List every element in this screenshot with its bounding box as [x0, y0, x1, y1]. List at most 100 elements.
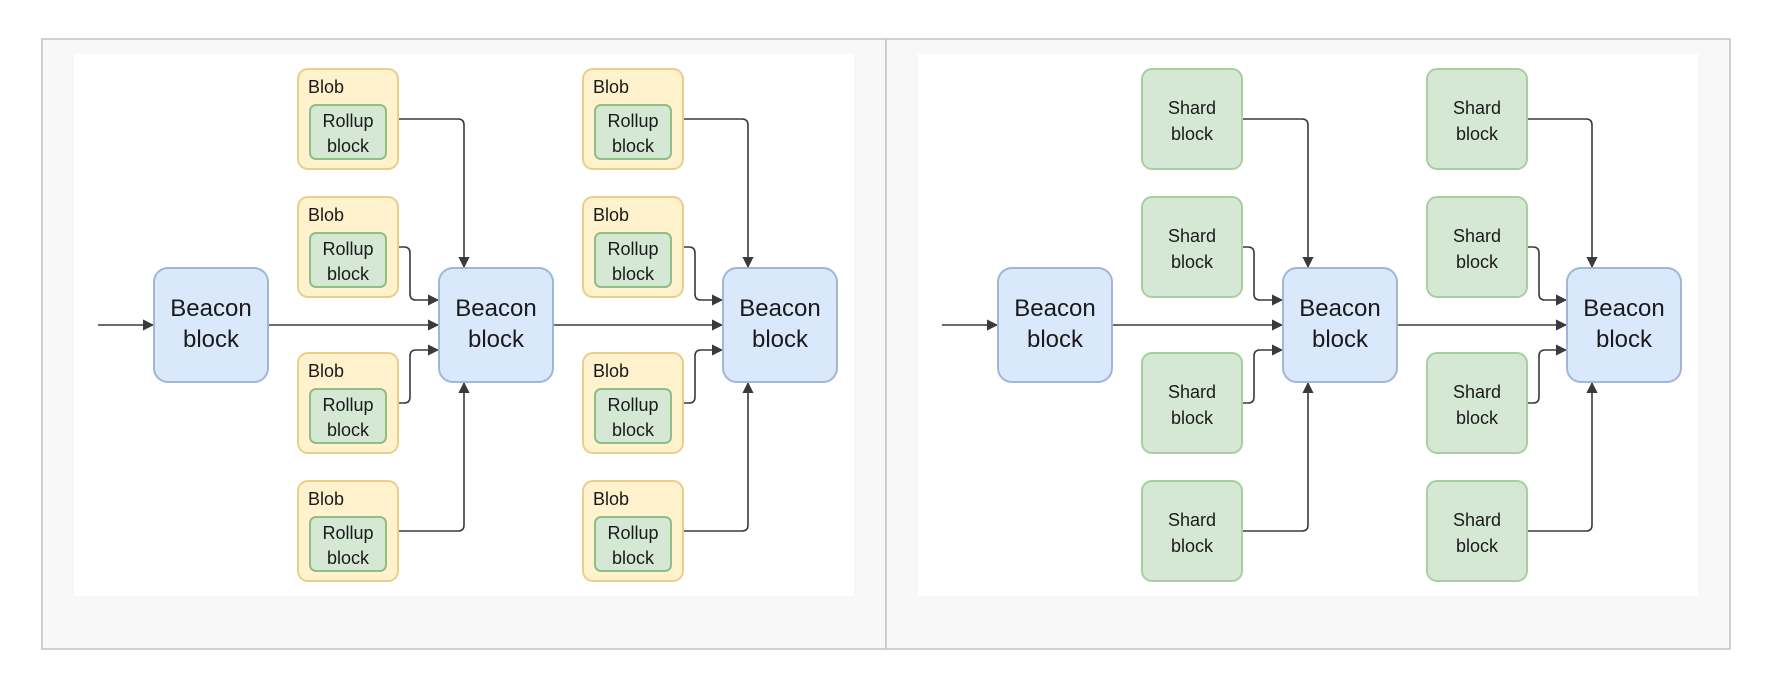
beacon-block: Beacon block — [997, 267, 1113, 383]
shard-block-label: block — [1456, 408, 1499, 428]
shard-block-label: block — [1171, 124, 1214, 144]
edge-child-to-beacon — [398, 344, 440, 404]
beacon-block-box — [997, 267, 1113, 383]
shard-block-box — [1141, 68, 1243, 170]
edge-child-to-beacon — [683, 118, 754, 269]
edge-child-to-beacon — [398, 381, 470, 532]
shard-block: Shard block — [1426, 68, 1528, 170]
rollup-block-box — [309, 104, 387, 160]
shard-block-label: block — [1456, 124, 1499, 144]
shard-block-label: block — [1171, 408, 1214, 428]
rollup-block-label: Rollup — [322, 395, 373, 415]
beacon-block-box — [722, 267, 838, 383]
shard-block: Shard block — [1141, 196, 1243, 298]
shard-block-box — [1426, 480, 1528, 582]
rollup-block-box — [594, 104, 672, 160]
beacon-block-label: Beacon — [1014, 295, 1095, 322]
blob-label: Blob — [308, 77, 344, 97]
shard-block-box — [1426, 196, 1528, 298]
rollup-block-box — [594, 232, 672, 288]
rollup-block-label: block — [612, 548, 655, 568]
rollup-block-box — [309, 388, 387, 444]
edge-child-to-beacon — [1242, 381, 1314, 532]
shard-block-label: block — [1456, 536, 1499, 556]
beacon-block-label: Beacon — [170, 295, 251, 322]
beacon-block-label: block — [1312, 326, 1369, 353]
beacon-block: Beacon block — [153, 267, 269, 383]
edge-child-to-beacon — [1242, 344, 1284, 404]
edge-child-to-beacon — [1527, 344, 1568, 404]
shard-block-label: Shard — [1453, 226, 1501, 246]
rollup-block-box — [309, 232, 387, 288]
rollup-block-label: Rollup — [607, 395, 658, 415]
beacon-block-label: block — [1596, 326, 1653, 353]
beacon-block-label: Beacon — [739, 295, 820, 322]
beacon-block-label: Beacon — [1299, 295, 1380, 322]
shard-block: Shard block — [1141, 352, 1243, 454]
blob-label: Blob — [593, 77, 629, 97]
shard-block: Shard block — [1426, 480, 1528, 582]
rollup-block-label: block — [612, 136, 655, 156]
shard-block-label: Shard — [1168, 226, 1216, 246]
shard-block-box — [1141, 480, 1243, 582]
beacon-block-label: block — [183, 326, 240, 353]
shard-block-label: block — [1171, 536, 1214, 556]
right-panel-shard-diagram: BeaconblockBeaconblockBeaconblockShardbl… — [918, 54, 1698, 596]
rollup-block-label: Rollup — [607, 523, 658, 543]
blob-label: Blob — [308, 205, 344, 225]
rollup-block-label: Rollup — [607, 239, 658, 259]
beacon-block-label: block — [1027, 326, 1084, 353]
shard-block-label: Shard — [1453, 382, 1501, 402]
edge-child-to-beacon — [1242, 118, 1314, 269]
rollup-block-label: block — [327, 264, 370, 284]
shard-block-label: block — [1171, 252, 1214, 272]
edge-child-to-beacon — [1527, 246, 1568, 306]
shard-block-box — [1426, 352, 1528, 454]
rollup-block-label: block — [327, 420, 370, 440]
edge-child-to-beacon — [1242, 246, 1284, 306]
beacon-block-box — [438, 267, 554, 383]
blob-label: Blob — [593, 205, 629, 225]
rollup-block-label: block — [327, 548, 370, 568]
shard-block-box — [1141, 196, 1243, 298]
rollup-block-label: Rollup — [607, 111, 658, 131]
blob-label: Blob — [593, 489, 629, 509]
blob-label: Blob — [308, 489, 344, 509]
edge-child-to-beacon — [1527, 381, 1598, 532]
left-panel-blob-diagram: BeaconblockBeaconblockBeaconblockBlobRol… — [74, 54, 854, 596]
beacon-block-label: Beacon — [1583, 295, 1664, 322]
beacon-block-label: block — [752, 326, 809, 353]
edge-child-to-beacon — [683, 381, 754, 532]
shard-block-label: Shard — [1453, 510, 1501, 530]
rollup-block-box — [594, 516, 672, 572]
edge-child-to-beacon — [1527, 118, 1598, 269]
shard-block: Shard block — [1426, 352, 1528, 454]
edge-child-to-beacon — [398, 246, 440, 306]
shard-block: Shard block — [1426, 196, 1528, 298]
shard-block-label: Shard — [1168, 510, 1216, 530]
blob-label: Blob — [308, 361, 344, 381]
shard-block-label: block — [1456, 252, 1499, 272]
edge-child-to-beacon — [683, 246, 724, 306]
shard-block-label: Shard — [1168, 382, 1216, 402]
rollup-block-label: Rollup — [322, 523, 373, 543]
shard-block-box — [1141, 352, 1243, 454]
edge-child-to-beacon — [398, 118, 470, 269]
edge-child-to-beacon — [683, 344, 724, 404]
beacon-block: Beacon block — [722, 267, 838, 383]
shard-block-label: Shard — [1453, 98, 1501, 118]
beacon-block: Beacon block — [1282, 267, 1398, 383]
beacon-block: Beacon block — [1566, 267, 1682, 383]
rollup-block-label: block — [612, 420, 655, 440]
rollup-block-label: block — [327, 136, 370, 156]
beacon-block-label: block — [468, 326, 525, 353]
